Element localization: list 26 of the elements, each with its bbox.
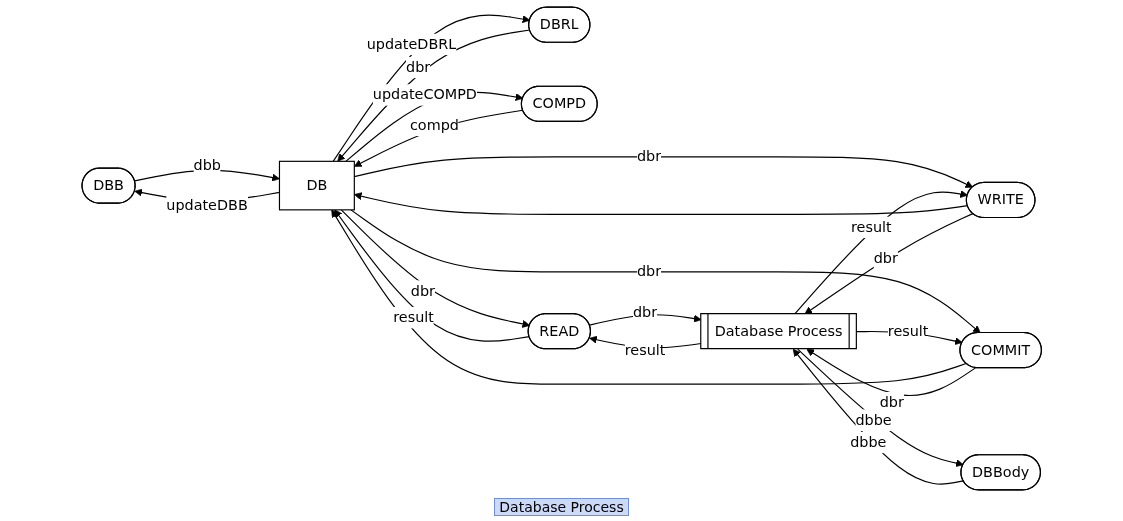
edge-label: dbr [632, 303, 657, 321]
arrow [353, 109, 524, 167]
arrow [792, 348, 964, 485]
arrow [350, 209, 981, 334]
arrow [796, 348, 964, 467]
node-box: DB [278, 160, 355, 211]
edge-label: dbr [636, 147, 661, 165]
highlighted-label: Database Process [494, 498, 629, 516]
edge-label: compd [409, 116, 459, 134]
edge-label: updateDBRL [366, 35, 457, 53]
edge-label: result [624, 341, 666, 359]
edge-label: dbr [405, 58, 430, 76]
edge-label: result [393, 308, 434, 326]
arrow [331, 209, 967, 385]
edge-label: dbb [193, 156, 221, 174]
edge-label: dbr [879, 393, 904, 411]
arrow [806, 348, 976, 397]
edge-label: dbr [410, 282, 435, 300]
edge-label: dbr [873, 249, 898, 267]
edge-label: updateDBB [166, 196, 248, 214]
edge-label: dbbe [855, 411, 892, 429]
edge-label: dbbe [849, 433, 887, 451]
edge-label: dbr [636, 262, 661, 280]
edge-label: result [887, 322, 929, 340]
edge-label: result [850, 218, 892, 236]
edge-label: updateCOMPD [372, 85, 477, 104]
